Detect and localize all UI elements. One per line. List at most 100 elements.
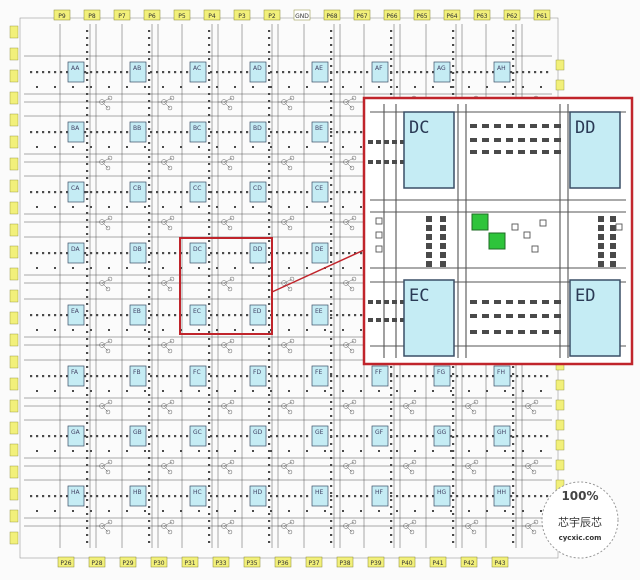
left-pad (9, 509, 19, 523)
bottom-pad-label: P29 (122, 560, 133, 567)
top-pad (533, 9, 551, 21)
zoom-block-label: ED (575, 286, 595, 306)
bottom-pad (367, 556, 385, 568)
logic-block-label: CA (71, 185, 80, 192)
logic-block-label: FA (71, 369, 79, 376)
left-pad (9, 135, 19, 149)
logic-block (249, 365, 267, 387)
bottom-pad-label: P36 (277, 560, 288, 567)
logic-block (189, 485, 207, 507)
logic-block-label: FG (437, 369, 445, 376)
logic-block-label: FF (375, 369, 382, 376)
logic-block-label: GF (375, 429, 384, 436)
watermark-url: cycxic.com (559, 534, 602, 542)
bottom-pad (274, 556, 292, 568)
logic-block (493, 61, 511, 83)
bottom-pad (88, 556, 106, 568)
logic-block-label: FC (193, 369, 201, 376)
logic-block-label: AH (497, 65, 506, 72)
bottom-pad-label: P37 (308, 560, 319, 567)
top-pad (233, 9, 251, 21)
bottom-pad (57, 556, 75, 568)
bottom-pad (119, 556, 137, 568)
watermark-circle (541, 481, 619, 559)
top-pad (173, 9, 191, 21)
bottom-pad-label: P42 (463, 560, 474, 567)
logic-block (67, 242, 85, 264)
bottom-pad-label: P40 (401, 560, 412, 567)
top-pad-label: P64 (446, 13, 457, 20)
logic-block-label: FD (253, 369, 261, 376)
left-pad (9, 179, 19, 193)
bottom-pad (305, 556, 323, 568)
bottom-pad (491, 556, 509, 568)
logic-block-label: AG (437, 65, 446, 72)
left-pad (9, 399, 19, 413)
bottom-pad (181, 556, 199, 568)
left-pad (9, 25, 19, 39)
logic-block (249, 242, 267, 264)
logic-block (311, 425, 329, 447)
left-pad (9, 157, 19, 171)
right-pad (555, 59, 565, 71)
right-pad (555, 439, 565, 451)
logic-block-label: AE (315, 65, 323, 72)
logic-block (129, 61, 147, 83)
logic-block-label: AF (375, 65, 383, 72)
left-pad (9, 69, 19, 83)
logic-block-label: DA (71, 246, 81, 253)
logic-block-label: CC (193, 185, 201, 192)
logic-block-label: HG (437, 489, 447, 496)
top-pad-label: P4 (208, 13, 216, 20)
bottom-pad (429, 556, 447, 568)
zoom-leader-line (271, 249, 365, 293)
logic-block-label: AB (133, 65, 141, 72)
logic-block-label: BA (71, 125, 80, 132)
top-pad-label: P63 (476, 13, 487, 20)
logic-block-label: FB (133, 369, 141, 376)
logic-block (371, 425, 389, 447)
left-pad (9, 201, 19, 215)
logic-block (311, 181, 329, 203)
logic-block (67, 121, 85, 143)
logic-block-label: HF (375, 489, 384, 496)
top-pad (413, 9, 431, 21)
logic-block-label: EC (193, 308, 201, 315)
logic-block (189, 425, 207, 447)
logic-block (129, 304, 147, 326)
logic-block (129, 365, 147, 387)
left-pad (9, 531, 19, 545)
top-pad-label: P8 (88, 13, 96, 20)
bottom-pad (212, 556, 230, 568)
logic-block-label: GB (133, 429, 142, 436)
top-pad-label: GND (295, 13, 309, 20)
left-pad (9, 443, 19, 457)
logic-block (67, 485, 85, 507)
logic-block-label: HB (133, 489, 142, 496)
logic-block (311, 485, 329, 507)
logic-block-label: GE (315, 429, 324, 436)
left-pad (9, 355, 19, 369)
top-pad (83, 9, 101, 21)
logic-block (129, 121, 147, 143)
logic-block-label: GD (253, 429, 263, 436)
top-pad (473, 9, 491, 21)
left-pad (9, 223, 19, 237)
bottom-pad (243, 556, 261, 568)
bottom-pad-label: P33 (215, 560, 226, 567)
bottom-pad-label: P38 (339, 560, 350, 567)
logic-block-label: BB (133, 125, 141, 132)
bottom-pad-label: P26 (60, 560, 71, 567)
right-pad (555, 379, 565, 391)
logic-block (249, 425, 267, 447)
logic-block (189, 304, 207, 326)
logic-block (493, 485, 511, 507)
logic-block (249, 121, 267, 143)
logic-block-label: HD (253, 489, 263, 496)
logic-block (189, 61, 207, 83)
left-pad (9, 377, 19, 391)
logic-block-label: DB (133, 246, 142, 253)
